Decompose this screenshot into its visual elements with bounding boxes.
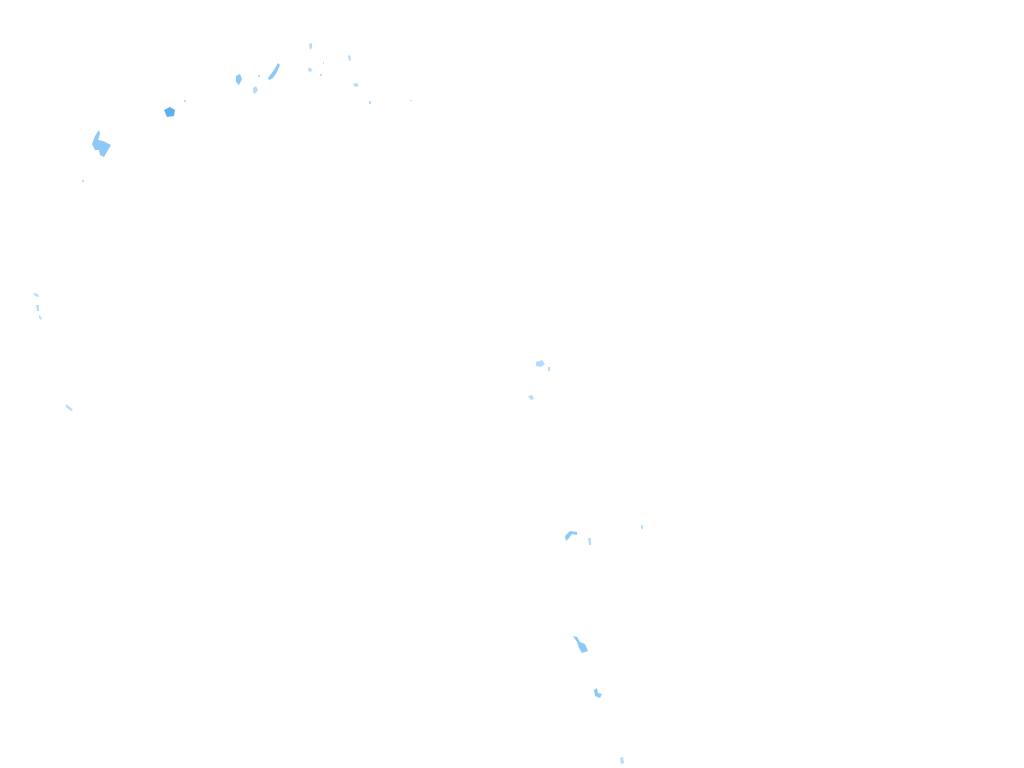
water-fragment — [594, 688, 602, 698]
water-fragment — [39, 315, 42, 320]
water-fragment — [164, 107, 175, 117]
water-fragment — [588, 538, 591, 545]
water-fragment — [641, 524, 643, 530]
water-fragment — [184, 100, 186, 102]
water-fragment — [320, 74, 322, 76]
water-fragment — [82, 180, 84, 182]
water-features-layer — [33, 43, 643, 764]
water-fragment — [309, 43, 312, 50]
water-fragment — [528, 395, 534, 400]
water-fragment — [236, 74, 242, 85]
water-fragment — [36, 305, 39, 311]
water-fragment — [33, 293, 39, 297]
water-fragment — [410, 100, 412, 101]
water-fragment — [92, 130, 111, 157]
water-fragment — [323, 62, 324, 64]
water-fragment — [268, 63, 280, 80]
water-fragment — [258, 75, 260, 77]
water-fragment — [548, 367, 550, 371]
water-fragment — [369, 101, 371, 104]
water-fragment — [536, 360, 545, 367]
water-fragment — [308, 68, 312, 72]
water-fragment — [348, 55, 351, 61]
water-fragment — [66, 404, 73, 411]
water-fragment — [353, 83, 359, 87]
water-fragment — [565, 531, 577, 541]
water-fragment — [620, 757, 624, 764]
water-fragment — [573, 636, 588, 653]
water-fragment — [253, 86, 258, 94]
